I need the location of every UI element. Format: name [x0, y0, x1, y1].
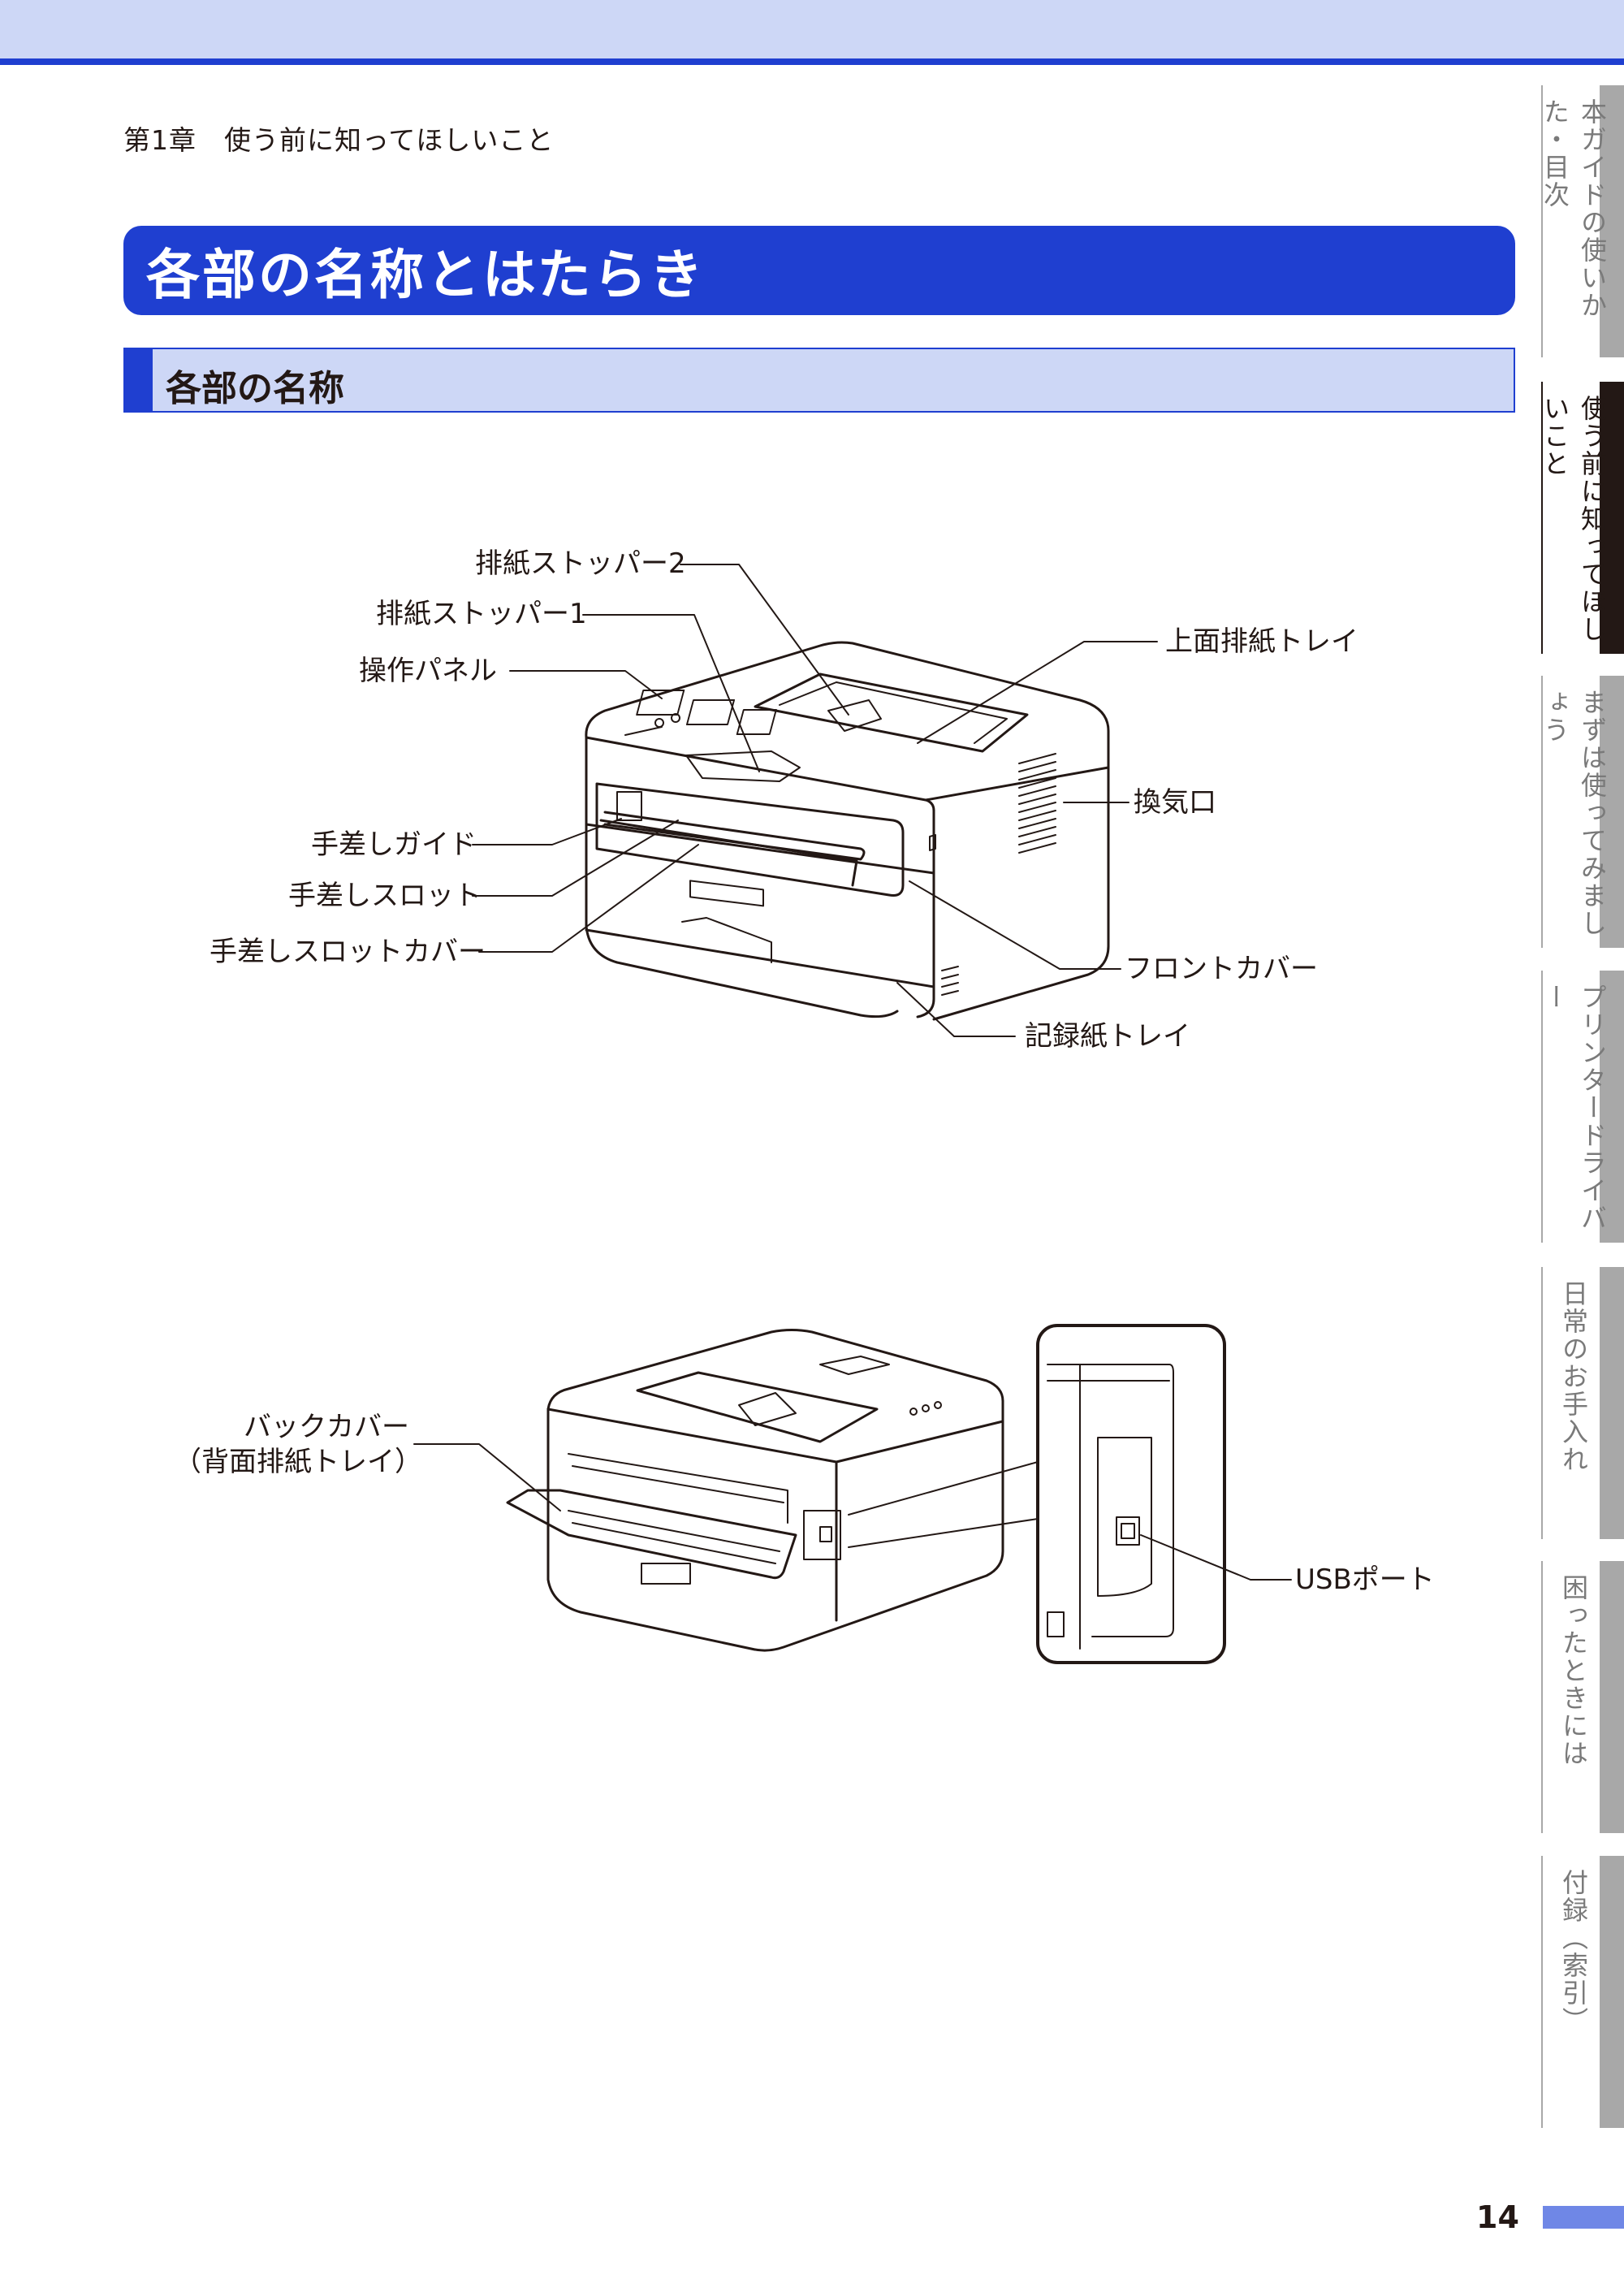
label-manual-feed-slot: 手差しスロット: [288, 880, 482, 912]
section-heading-bar: 各部の名称: [123, 348, 1515, 413]
page-number-bar: [1543, 2206, 1624, 2229]
side-tab-label: プリンタードライバー: [1540, 984, 1608, 1232]
side-tab-label: 日常のお手入れ: [1558, 1280, 1589, 1473]
page-number: 14: [1476, 2199, 1519, 2235]
front-printer-illustration: [585, 641, 1110, 1021]
label-stopper-2: 排紙ストッパー2: [475, 547, 686, 580]
label-paper-tray: 記録紙トレイ: [1025, 1020, 1190, 1053]
page-title: 各部の名称とはたらき: [146, 244, 706, 306]
side-tab-guide-contents[interactable]: 本ガイドの使いかた・目次: [1540, 85, 1624, 357]
side-tab-printer-driver[interactable]: プリンタードライバー: [1540, 971, 1624, 1243]
label-manual-feed-slot-cover: 手差しスロットカバー: [209, 936, 486, 968]
side-tab-maintenance[interactable]: 日常のお手入れ: [1541, 1267, 1624, 1539]
label-usb-port: USBポート: [1295, 1563, 1435, 1596]
label-manual-feed-guide: 手差しガイド: [311, 828, 477, 861]
side-tab-label: 本ガイドの使いかた・目次: [1540, 98, 1608, 319]
back-printer-illustration: [506, 1329, 1039, 1652]
breadcrumb: 第1章 使う前に知ってほしいこと: [123, 124, 555, 156]
label-vent: 換気口: [1134, 786, 1216, 819]
page-title-banner: 各部の名称とはたらき: [123, 226, 1515, 315]
label-stopper-1: 排紙ストッパー1: [376, 598, 587, 630]
label-front-cover: フロントカバー: [1125, 953, 1318, 985]
label-back-output-tray: （背面排紙トレイ）: [174, 1446, 422, 1478]
header-band: [0, 0, 1624, 58]
section-heading-marker: [125, 349, 153, 411]
label-back-cover: バックカバー: [244, 1411, 409, 1443]
usb-zoom-box: [1036, 1324, 1226, 1664]
label-top-output-tray: 上面排紙トレイ: [1165, 625, 1358, 658]
side-tab-troubleshooting[interactable]: 困ったときには: [1541, 1561, 1624, 1833]
back-leader-lines: [413, 1443, 1292, 1581]
section-heading: 各部の名称: [166, 368, 344, 409]
side-tab-appendix-index[interactable]: 付録（索引）: [1541, 1856, 1624, 2128]
side-tab-label: まずは使ってみましょう: [1540, 689, 1608, 937]
label-control-panel: 操作パネル: [359, 655, 497, 687]
front-leader-lines: [472, 564, 1158, 1037]
side-tab-getting-started[interactable]: まずは使ってみましょう: [1540, 676, 1624, 948]
header-rule: [0, 58, 1624, 65]
side-tab-before-use[interactable]: 使う前に知ってほしいこと: [1540, 382, 1624, 654]
side-tab-label: 困ったときには: [1558, 1574, 1589, 1767]
side-tab-label: 使う前に知ってほしいこと: [1540, 395, 1608, 643]
side-tab-label: 付録（索引）: [1558, 1869, 1589, 2035]
